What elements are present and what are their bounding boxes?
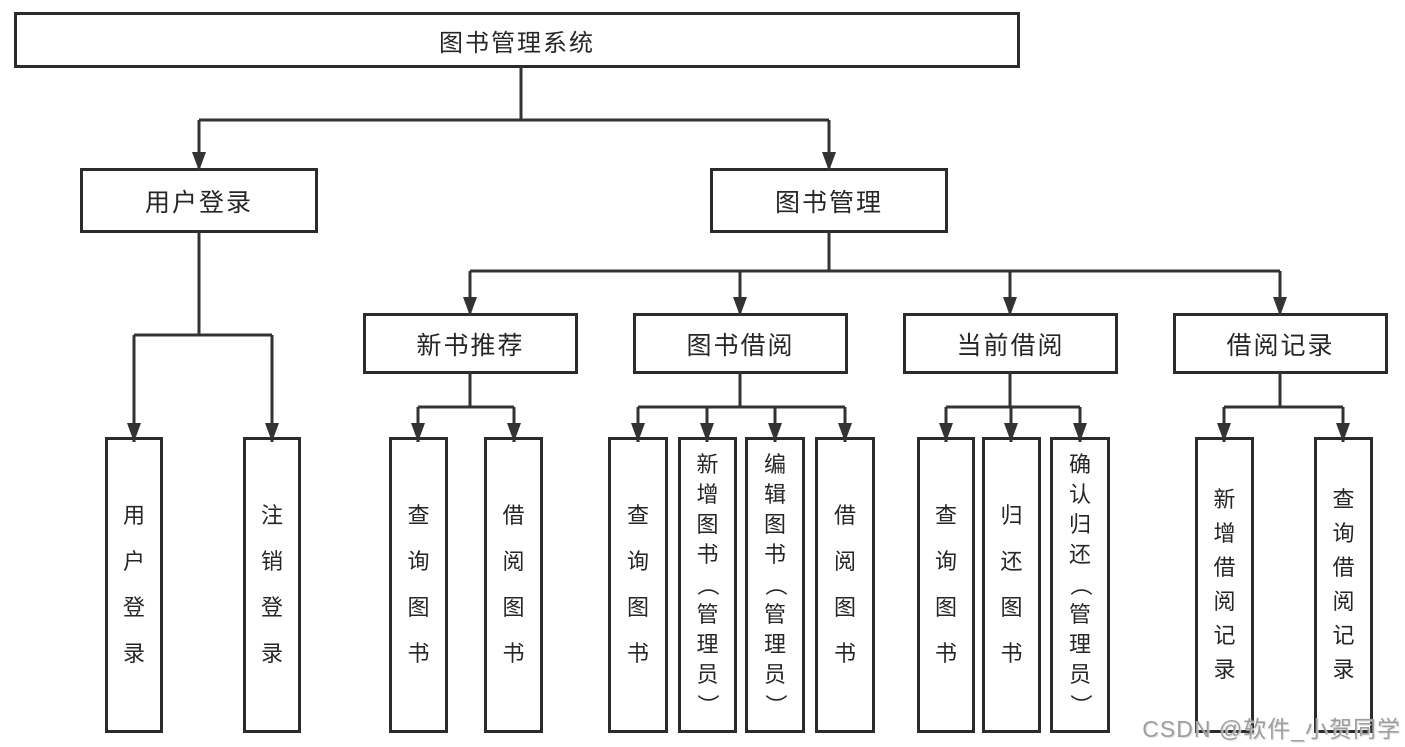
leaf-confirm-return-admin: 确认归还（管理员） (1050, 437, 1110, 733)
leaf-query-books-recommend: 查询图书 (389, 437, 448, 733)
leaf-query-books-borrow: 查询图书 (608, 437, 668, 733)
leaf-user-login: 用户登录 (105, 437, 163, 733)
csdn-watermark: CSDN @软件_小贺同学 (1142, 716, 1401, 742)
node-label: 新书推荐 (416, 331, 525, 360)
node-borrowing-records: 借阅记录 (1173, 313, 1388, 374)
node-book-management: 图书管理 (710, 168, 948, 233)
leaf-logout: 注销登录 (243, 437, 301, 733)
node-label: 图书管理系统 (439, 29, 595, 57)
leaf-add-borrow-record: 新增借阅记录 (1195, 437, 1254, 733)
node-library-management-system: 图书管理系统 (14, 12, 1020, 68)
node-label: 图书借阅 (686, 331, 795, 360)
leaf-add-book-admin: 新增图书（管理员） (678, 437, 737, 733)
node-new-book-recommendation: 新书推荐 (363, 313, 578, 374)
leaf-query-borrow-record: 查询借阅记录 (1314, 437, 1373, 733)
leaf-query-books-current: 查询图书 (917, 437, 975, 733)
leaf-borrow-books: 借阅图书 (815, 437, 875, 733)
node-label: 用户登录 (144, 188, 253, 217)
node-current-borrowing: 当前借阅 (903, 313, 1118, 374)
node-label: 图书管理 (774, 188, 883, 217)
leaf-edit-book-admin: 编辑图书（管理员） (745, 437, 805, 733)
leaf-borrow-books-recommend: 借阅图书 (484, 437, 543, 733)
node-user-login: 用户登录 (80, 168, 318, 233)
node-book-borrowing: 图书借阅 (633, 313, 848, 374)
node-label: 当前借阅 (956, 331, 1065, 360)
node-label: 借阅记录 (1226, 331, 1335, 360)
leaf-return-book: 归还图书 (982, 437, 1041, 733)
